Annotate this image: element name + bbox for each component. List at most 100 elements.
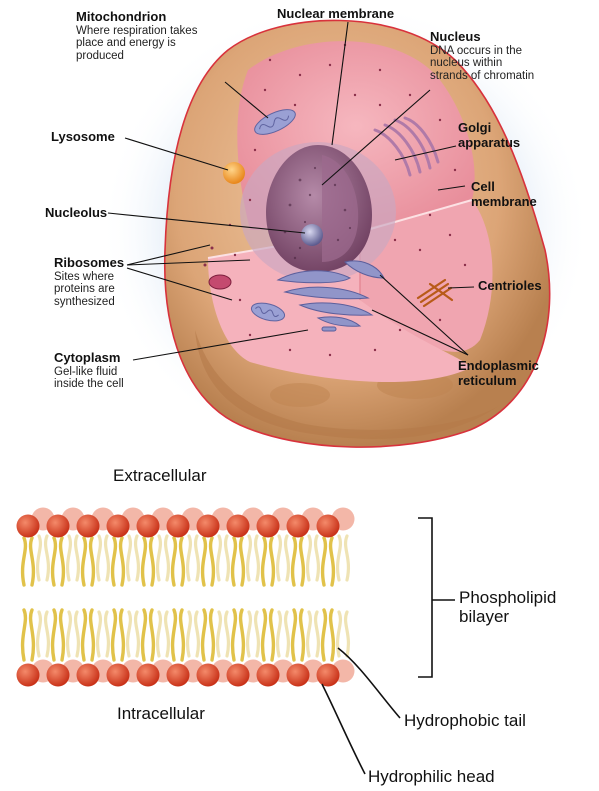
hydrophobic-tail [293, 538, 296, 585]
nucleolus [301, 224, 323, 246]
hydrophobic-tail-back [256, 536, 259, 580]
hydrophilic-head-leader [322, 684, 365, 774]
hydrophobic-tail-back [188, 536, 191, 580]
nucleus-title: Nucleus [430, 30, 534, 45]
hydrophobic-tail-back [308, 536, 311, 580]
phospholipid-bilayer [17, 508, 355, 687]
hydrophobic-tail [173, 538, 176, 585]
hydrophobic-tail-back [316, 536, 319, 580]
label-endoplasmic-reticulum: Endoplasmic reticulum [458, 359, 539, 388]
hydrophobic-tail-back [248, 536, 251, 580]
hydrophilic-head [47, 515, 70, 538]
hydrophobic-tail-back [136, 536, 139, 580]
hydrophilic-head [17, 664, 40, 687]
hydrophobic-tail [53, 610, 56, 660]
vesicle [209, 275, 231, 289]
hydrophilic-head [107, 664, 130, 687]
hydrophilic-head [167, 664, 190, 687]
bilayer-bracket [418, 518, 432, 677]
label-golgi: Golgi apparatus [458, 121, 520, 150]
hydrophobic-tail-back [158, 612, 161, 656]
nucleus-desc-1: DNA occurs in the [430, 45, 534, 58]
hydrophobic-tail-back [248, 612, 251, 656]
hydrophilic-head [227, 515, 250, 538]
hydrophobic-tail-back [98, 536, 101, 580]
nucleus-desc-3: strands of chromatin [430, 70, 534, 83]
label-cell-membrane: Cell membrane [471, 180, 537, 209]
label-cytoplasm: Cytoplasm Gel-like fluid inside the cell [54, 351, 124, 391]
hydrophobic-tail-back [346, 612, 349, 656]
hydrophobic-tail-back [166, 536, 169, 580]
hydrophobic-tail [23, 538, 26, 585]
hydrophilic-head [17, 515, 40, 538]
hydrophilic-head [227, 664, 250, 687]
golgi-title-2: apparatus [458, 136, 520, 151]
hydrophobic-tail-back [256, 612, 259, 656]
hydrophobic-tail [301, 538, 304, 585]
nucleus-desc-2: nucleus within [430, 57, 534, 70]
hydrophobic-tail [181, 610, 184, 660]
hydrophilic-head [197, 664, 220, 687]
hydrophobic-tail [293, 610, 296, 660]
label-hydrophilic-head: Hydrophilic head [368, 767, 495, 786]
hydrophobic-tail [323, 610, 326, 660]
hydrophobic-tail-back [158, 536, 161, 580]
hydrophobic-tail [31, 610, 34, 660]
hydrophobic-tail-back [166, 612, 169, 656]
label-hydrophobic-tail: Hydrophobic tail [404, 711, 526, 730]
hydrophobic-tail [323, 538, 326, 585]
label-centrioles: Centrioles [478, 279, 542, 294]
hydrophilic-head [287, 515, 310, 538]
ribosomes-desc-1: Sites where [54, 271, 124, 284]
hydrophilic-head [317, 515, 340, 538]
label-intracellular: Intracellular [117, 704, 205, 723]
hydrophobic-tail [53, 538, 56, 585]
hydrophobic-tail-back [316, 612, 319, 656]
hydrophobic-tail [233, 610, 236, 660]
label-nuclear-membrane: Nuclear membrane [277, 7, 394, 22]
cell-shell-spot [270, 383, 330, 407]
hydrophilic-head [197, 515, 220, 538]
hydrophobic-tail-back [46, 612, 49, 656]
cell-membrane-title-1: Cell [471, 180, 537, 195]
ribosomes-title: Ribosomes [54, 256, 124, 271]
hydrophobic-tail-back [196, 536, 199, 580]
hydrophobic-tail-back [346, 536, 349, 580]
hydrophobic-tail [203, 610, 206, 660]
hydrophobic-tail [263, 538, 266, 585]
hydrophobic-tail-back [286, 536, 289, 580]
hydrophobic-tail [233, 538, 236, 585]
hydrophilic-head [257, 664, 280, 687]
hydrophobic-tail-back [338, 536, 341, 580]
hydrophobic-tail [143, 538, 146, 585]
hydrophobic-tail-back [46, 536, 49, 580]
hydrophilic-head [317, 664, 340, 687]
hydrophilic-head [137, 515, 160, 538]
er-title-1: Endoplasmic [458, 359, 539, 374]
mitochondrion-desc-1: Where respiration takes [76, 25, 197, 38]
hydrophobic-tail-back [278, 536, 281, 580]
hydrophobic-tail-back [136, 612, 139, 656]
hydrophobic-tail [263, 610, 266, 660]
phospholipid-bilayer-line-2: bilayer [459, 607, 556, 626]
hydrophobic-tail-back [106, 612, 109, 656]
label-lysosome: Lysosome [51, 130, 115, 145]
hydrophobic-tail-back [196, 612, 199, 656]
hydrophobic-tail [121, 538, 124, 585]
hydrophobic-tail [331, 610, 334, 660]
label-mitochondrion: Mitochondrion Where respiration takes pl… [76, 10, 197, 63]
hydrophobic-tail [241, 610, 244, 660]
er-title-2: reticulum [458, 374, 539, 389]
lysosome [223, 162, 245, 184]
hydrophobic-tail [91, 538, 94, 585]
hydrophobic-tail-back [128, 612, 131, 656]
hydrophobic-tail-back [68, 612, 71, 656]
hydrophobic-tail-back [76, 536, 79, 580]
hydrophilic-head [167, 515, 190, 538]
hydrophobic-tail [23, 610, 26, 660]
hydrophobic-tail [113, 610, 116, 660]
hydrophobic-tail [301, 610, 304, 660]
hydrophobic-tail-back [76, 612, 79, 656]
label-nucleolus: Nucleolus [45, 206, 107, 221]
